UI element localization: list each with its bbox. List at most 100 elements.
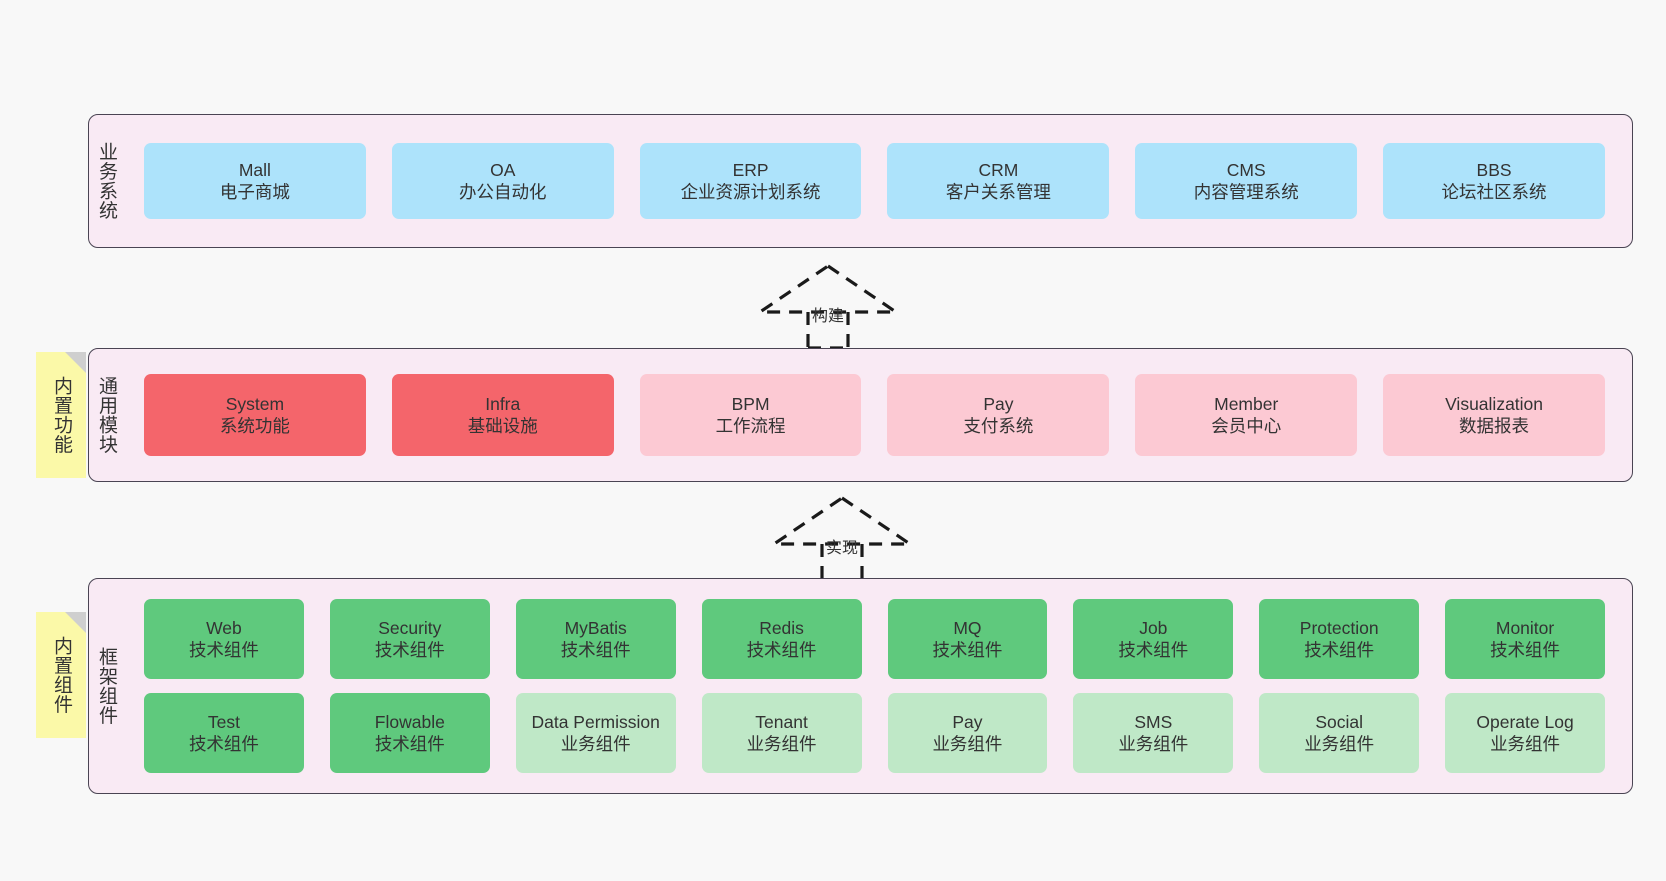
module-box-sms[interactable]: SMS 业务组件: [1073, 693, 1234, 773]
module-name-cn: 系统功能: [219, 416, 290, 436]
module-name-cn: 基础设施: [467, 416, 538, 436]
module-name-en: Security: [378, 617, 442, 638]
note-fold-corner: [65, 352, 86, 373]
module-box-mybatis[interactable]: MyBatis 技术组件: [515, 599, 676, 679]
module-name-cn: 技术组件: [374, 734, 445, 754]
connector-implement: 实现: [768, 494, 916, 582]
module-box-pay-component[interactable]: Pay 业务组件: [887, 693, 1048, 773]
module-name-cn: 技术组件: [188, 734, 259, 754]
layer-framework-components: 框架组件 Web 技术组件 Security 技术组件 MyBatis 技术组件…: [88, 578, 1633, 794]
module-name-cn: 业务组件: [932, 734, 1003, 754]
module-box-protection[interactable]: Protection 技术组件: [1259, 599, 1420, 679]
module-name-en: SMS: [1134, 711, 1173, 732]
module-box-oa[interactable]: OA 办公自动化: [391, 143, 614, 219]
module-name-en: Tenant: [755, 711, 808, 732]
module-name-en: CMS: [1226, 159, 1266, 180]
module-name-cn: 技术组件: [746, 640, 817, 660]
module-name-cn: 技术组件: [1118, 640, 1189, 660]
module-row: Mall 电子商城 OA 办公自动化 ERP 企业资源计划系统 CRM 客户关系…: [131, 143, 1618, 219]
module-name-cn: 业务组件: [560, 734, 631, 754]
module-box-redis[interactable]: Redis 技术组件: [701, 599, 862, 679]
module-name-cn: 工作流程: [715, 416, 786, 436]
connector-label-implement: 实现: [825, 540, 859, 557]
module-name-cn: 业务组件: [1118, 734, 1189, 754]
module-name-en: Test: [207, 711, 240, 732]
module-box-mall[interactable]: Mall 电子商城: [144, 143, 366, 219]
module-box-infra[interactable]: Infra 基础设施: [391, 374, 614, 456]
module-box-visualization[interactable]: Visualization 数据报表: [1383, 374, 1605, 456]
layer-body-common-modules: System 系统功能 Infra 基础设施 BPM 工作流程 Pay 支付系统…: [123, 349, 1632, 481]
module-name-cn: 会员中心: [1211, 416, 1282, 436]
module-box-security[interactable]: Security 技术组件: [329, 599, 490, 679]
module-name-cn: 业务组件: [1490, 734, 1561, 754]
module-name-cn: 电子商城: [219, 182, 290, 202]
module-box-erp[interactable]: ERP 企业资源计划系统: [639, 143, 862, 219]
layer-title-common-modules: 通用模块: [96, 376, 118, 454]
module-name-en: Infra: [485, 393, 521, 414]
module-box-social[interactable]: Social 业务组件: [1259, 693, 1420, 773]
module-name-cn: 技术组件: [374, 640, 445, 660]
module-box-operate-log[interactable]: Operate Log 业务组件: [1445, 693, 1605, 773]
module-name-en: Data Permission: [531, 711, 660, 732]
note-fold-corner: [65, 612, 86, 633]
module-name-cn: 技术组件: [932, 640, 1003, 660]
module-name-cn: 技术组件: [560, 640, 631, 660]
layer-title-business-system: 业务系统: [96, 142, 118, 220]
module-box-web[interactable]: Web 技术组件: [144, 599, 304, 679]
note-label: 内置功能: [51, 376, 73, 454]
module-name-cn: 论坛社区系统: [1441, 182, 1547, 202]
module-name-en: CRM: [978, 159, 1019, 180]
module-box-test[interactable]: Test 技术组件: [144, 693, 304, 773]
module-name-en: Monitor: [1495, 617, 1555, 638]
module-name-en: Member: [1214, 393, 1279, 414]
module-name-cn: 办公自动化: [458, 182, 547, 202]
module-name-cn: 客户关系管理: [945, 182, 1051, 202]
module-box-monitor[interactable]: Monitor 技术组件: [1445, 599, 1605, 679]
module-name-en: Operate Log: [1476, 711, 1574, 732]
note-builtin-functions: 内置功能: [36, 352, 86, 478]
module-box-bpm[interactable]: BPM 工作流程: [639, 374, 862, 456]
module-name-en: ERP: [732, 159, 769, 180]
note-builtin-components: 内置组件: [36, 612, 86, 738]
module-name-en: Web: [206, 617, 242, 638]
connector-label-build: 构建: [811, 308, 845, 325]
module-name-en: Social: [1315, 711, 1364, 732]
module-box-member[interactable]: Member 会员中心: [1135, 374, 1358, 456]
module-name-en: Visualization: [1445, 393, 1544, 414]
module-name-en: Flowable: [374, 711, 445, 732]
module-name-en: Mall: [238, 159, 271, 180]
module-name-en: BBS: [1476, 159, 1512, 180]
module-box-mq[interactable]: MQ 技术组件: [887, 599, 1048, 679]
note-label: 内置组件: [51, 636, 73, 714]
module-box-job[interactable]: Job 技术组件: [1073, 599, 1234, 679]
module-box-cms[interactable]: CMS 内容管理系统: [1135, 143, 1358, 219]
layer-body-business-system: Mall 电子商城 OA 办公自动化 ERP 企业资源计划系统 CRM 客户关系…: [123, 115, 1632, 247]
module-box-data-permission[interactable]: Data Permission 业务组件: [515, 693, 676, 773]
module-box-bbs[interactable]: BBS 论坛社区系统: [1383, 143, 1605, 219]
layer-title-framework-components: 框架组件: [96, 647, 118, 725]
module-name-cn: 技术组件: [188, 640, 259, 660]
connector-build: 构建: [754, 262, 902, 350]
module-name-en: OA: [490, 159, 516, 180]
module-box-crm[interactable]: CRM 客户关系管理: [887, 143, 1110, 219]
module-name-en: System: [225, 393, 285, 414]
layer-business-system: 业务系统 Mall 电子商城 OA 办公自动化 ERP 企业资源计划系统 CRM…: [88, 114, 1633, 248]
module-box-pay[interactable]: Pay 支付系统: [887, 374, 1110, 456]
module-name-cn: 企业资源计划系统: [680, 182, 821, 202]
module-box-flowable[interactable]: Flowable 技术组件: [329, 693, 490, 773]
layer-common-modules: 通用模块 System 系统功能 Infra 基础设施 BPM 工作流程 Pay…: [88, 348, 1633, 482]
module-name-en: BPM: [731, 393, 770, 414]
realization-arrowhead: [768, 496, 916, 546]
module-name-cn: 支付系统: [963, 416, 1034, 436]
module-name-en: Pay: [952, 711, 983, 732]
module-name-en: Job: [1139, 617, 1168, 638]
module-row: Web 技术组件 Security 技术组件 MyBatis 技术组件 Redi…: [131, 599, 1618, 679]
module-box-tenant[interactable]: Tenant 业务组件: [701, 693, 862, 773]
module-name-en: MyBatis: [564, 617, 627, 638]
module-name-en: Redis: [759, 617, 804, 638]
module-name-en: Pay: [983, 393, 1014, 414]
layer-body-framework-components: Web 技术组件 Security 技术组件 MyBatis 技术组件 Redi…: [123, 579, 1632, 793]
module-row: Test 技术组件 Flowable 技术组件 Data Permission …: [131, 693, 1618, 773]
module-box-system[interactable]: System 系统功能: [144, 374, 366, 456]
